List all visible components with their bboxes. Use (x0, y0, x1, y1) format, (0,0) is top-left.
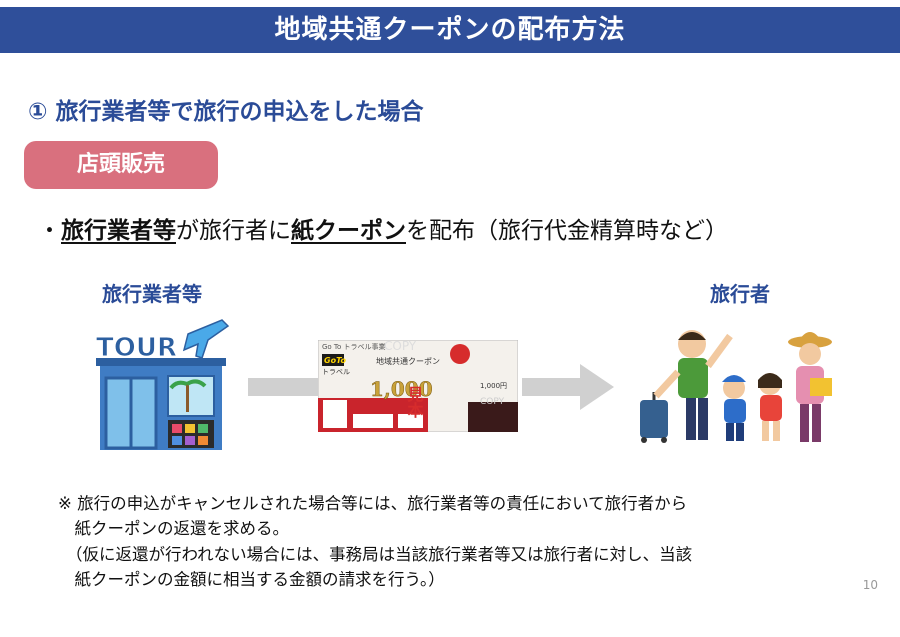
coupon-sample-stamp: 見本 (405, 386, 425, 419)
traveler-label: 旅行者 (710, 282, 770, 306)
coupon-name: 地域共通クーポン (376, 356, 440, 366)
arrow-right-icon (522, 364, 614, 410)
coupon-header: Go To トラベル事業 (322, 342, 386, 351)
bullet: ・ (38, 218, 61, 244)
paper-coupon-image: Go To トラベル事業 GoTo トラベル 地域共通クーポン COPY 1,0… (318, 340, 518, 432)
section-heading: ① 旅行業者等で旅行の申込をした場合 (28, 99, 424, 125)
coupon-amount: 1,000 (370, 377, 433, 401)
desc-text-1: が旅行者に (176, 218, 291, 244)
coupon-side-amount: 1,000円 (480, 382, 507, 390)
travel-agent-emphasis: 旅行業者等 (61, 218, 176, 244)
travel-agency-store-icon: TOUR (96, 319, 230, 450)
travel-agent-label: 旅行業者等 (102, 282, 202, 306)
note-line-4: 紙クーポンの金額に相当する金額の請求を行う。） (58, 570, 445, 589)
note-line-1: ※ 旅行の申込がキャンセルされた場合等には、旅行業者等の責任において旅行者から (58, 494, 688, 513)
store-sales-badge: 店頭販売 (24, 141, 218, 189)
distribution-description: ・旅行業者等が旅行者に紙クーポンを配布（旅行代金精算時など） (38, 211, 728, 245)
arrow-right-icon (248, 378, 318, 396)
coupon-copy-watermark: COPY (384, 340, 417, 353)
note-line-3: （仮に返還が行われない場合には、事務局は当該旅行業者等又は旅行者に対し、当該 (66, 545, 693, 564)
note-line-2: 紙クーポンの返還を求める。 (58, 519, 290, 538)
coupon-copy-watermark-2: COPY (480, 397, 505, 407)
paper-coupon-emphasis: 紙クーポン (291, 218, 406, 244)
page-title: 地域共通クーポンの配布方法 (0, 7, 900, 53)
travelers-family-icon (640, 330, 832, 443)
coupon-brand: GoTo (324, 356, 346, 365)
desc-text-2: を配布（旅行代金精算時など） (406, 218, 728, 244)
coupon-brand-sub: トラベル (322, 368, 350, 376)
page-number: 10 (862, 578, 878, 592)
store-sign-text: TOUR (96, 333, 177, 363)
